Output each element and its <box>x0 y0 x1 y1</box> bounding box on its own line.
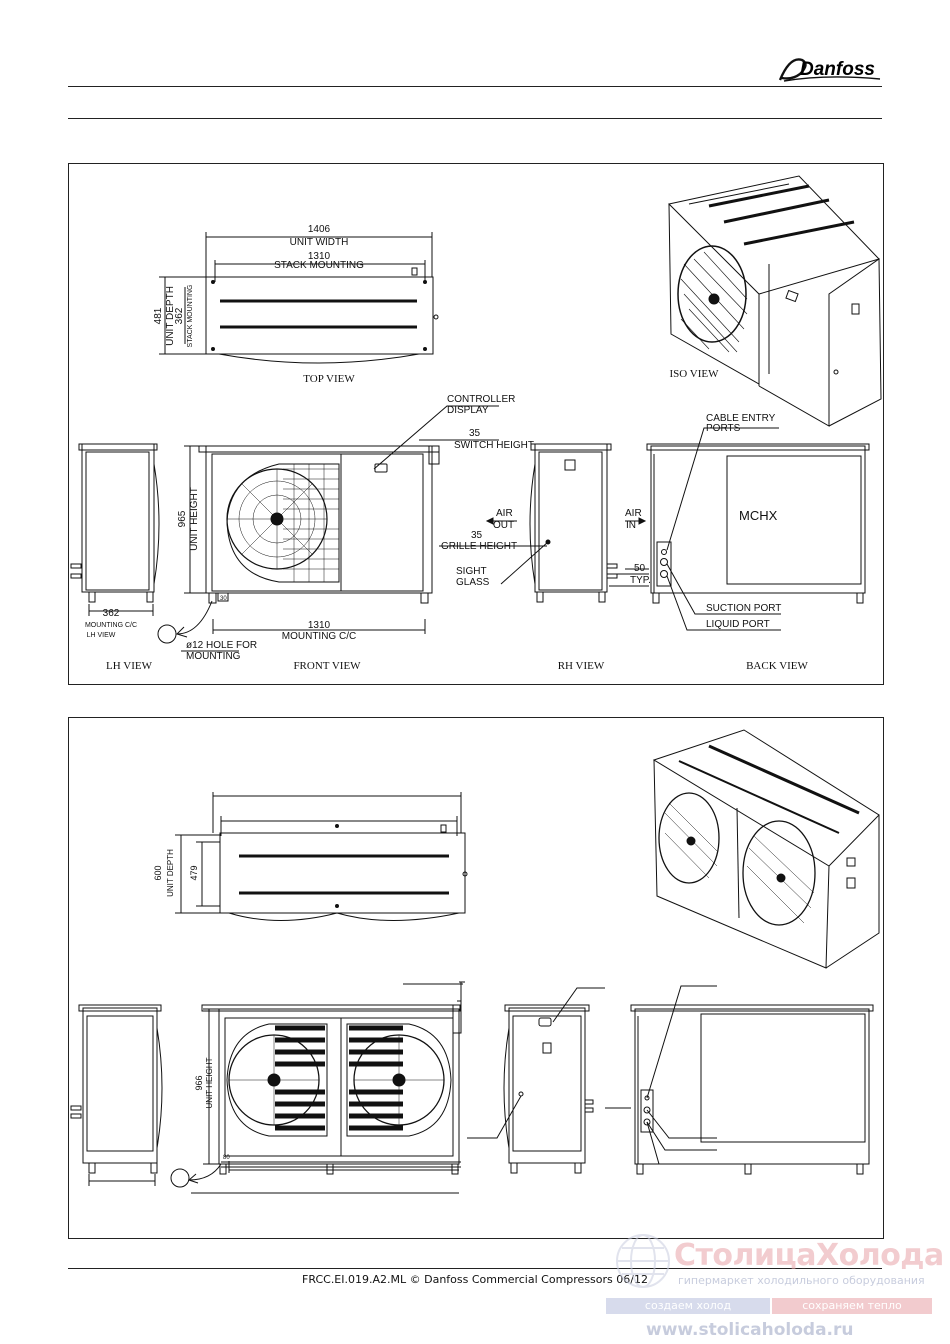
front-mount-label: MOUNTING C/C <box>282 631 356 642</box>
p2-height-value: 966 <box>194 1075 204 1090</box>
lh-mount-value: 362 <box>103 608 120 619</box>
header-rule-bottom <box>68 118 882 119</box>
front-view <box>157 405 499 652</box>
caption-top-view: TOP VIEW <box>303 373 355 385</box>
top-view-2 <box>175 792 468 921</box>
air-in-text-2: IN <box>626 520 636 531</box>
caption-back-view: BACK VIEW <box>746 660 808 672</box>
back-view <box>609 427 870 631</box>
drawing-panel-1: 1406 UNIT WIDTH 1310 STACK MOUNTING 481 … <box>68 163 884 685</box>
rh-annotations <box>439 517 551 585</box>
watermark: СтолицаХолода гипермаркет холодильного о… <box>606 1224 946 1344</box>
danfoss-logo: Danfoss <box>778 58 881 82</box>
front-view-2 <box>170 981 465 1194</box>
switch-value: 35 <box>469 428 481 439</box>
back-view-2 <box>630 985 874 1175</box>
top-width-value: 1406 <box>308 224 331 235</box>
rh-view-2 <box>467 987 631 1174</box>
drawing-panel-2: 600 UNIT DEPTH 479 <box>68 717 884 1239</box>
cable-text-2: PORTS <box>706 423 741 434</box>
caption-front-view: FRONT VIEW <box>293 660 361 672</box>
p2-small-80: 80 <box>223 1155 230 1161</box>
cable-text-1: CABLE ENTRY <box>706 413 776 424</box>
drawing-1-svg: 1406 UNIT WIDTH 1310 STACK MOUNTING 481 … <box>70 175 882 672</box>
air-in-text-1: AIR <box>625 508 642 519</box>
lh-view <box>70 443 160 616</box>
drawing-2-svg: 600 UNIT DEPTH 479 <box>70 729 880 1194</box>
grille-value: 35 <box>471 530 483 541</box>
front-small-30: 30 <box>220 596 227 602</box>
front-height-value: 965 <box>177 510 188 527</box>
caption-lh-view: LH VIEW <box>106 660 153 672</box>
header-rule-top <box>68 86 882 87</box>
lh-mount-label: MOUNTING C/C <box>85 622 137 629</box>
caption-rh-view: RH VIEW <box>558 660 605 672</box>
switch-label: SWITCH HEIGHT <box>454 440 534 451</box>
sight-text-2: GLASS <box>456 577 490 588</box>
front-height-label: UNIT HEIGHT <box>189 487 200 551</box>
liquid-label: LIQUID PORT <box>706 619 770 630</box>
p2-depth-label: UNIT DEPTH <box>166 849 175 897</box>
p2-inner-value: 479 <box>189 865 199 880</box>
top-width-label: UNIT WIDTH <box>290 237 349 248</box>
iso-view-2 <box>652 729 880 969</box>
top-stack-label: STACK MOUNTING <box>274 260 364 271</box>
footer-text: FRCC.EI.019.A2.ML © Danfoss Commercial C… <box>302 1273 648 1286</box>
grille-label: GRILLE HEIGHT <box>441 541 517 552</box>
top-depth-label: UNIT DEPTH <box>165 286 176 346</box>
top-stackdepth-value: 362 <box>174 307 185 324</box>
mchx-label: MCHX <box>739 508 778 523</box>
air-out-text-2: OUT <box>493 520 514 531</box>
top-view <box>159 232 439 364</box>
globe-icon <box>616 1234 670 1288</box>
rh-view <box>529 443 618 603</box>
watermark-bar-left: создаем холод <box>606 1298 770 1314</box>
footer-rule <box>68 1268 882 1269</box>
p2-depth-value: 600 <box>153 865 163 880</box>
watermark-title: СтолицаХолода <box>674 1238 944 1273</box>
typ-value: 50 <box>634 563 646 574</box>
air-out-text-1: AIR <box>496 508 513 519</box>
controller-text-1: CONTROLLER <box>447 394 515 405</box>
hole-text-1: ø12 HOLE FOR <box>186 640 257 651</box>
lh-mount-sub: LH VIEW <box>87 632 116 639</box>
watermark-url: www.stolicaholoda.ru <box>646 1320 854 1340</box>
lh-view-2 <box>70 1004 163 1186</box>
front-mount-value: 1310 <box>308 620 331 631</box>
iso-view <box>667 175 882 427</box>
top-depth-value: 481 <box>153 307 164 324</box>
controller-text-2: DISPLAY <box>447 405 489 416</box>
caption-iso-view: ISO VIEW <box>670 368 720 380</box>
suction-label: SUCTION PORT <box>706 603 781 614</box>
watermark-subtitle: гипермаркет холодильного оборудования <box>678 1274 925 1287</box>
brand-name: Danfoss <box>800 59 875 80</box>
p2-height-label: UNIT HEIGHT <box>205 1057 214 1108</box>
hole-text-2: MOUNTING <box>186 651 241 662</box>
top-stack-value: 1310 <box>308 251 331 262</box>
top-stackdepth-label: STACK MOUNTING <box>187 285 194 348</box>
sight-text-1: SIGHT <box>456 566 487 577</box>
watermark-bar-right: сохраняем тепло <box>772 1298 932 1314</box>
typ-label: TYP. <box>630 575 651 586</box>
